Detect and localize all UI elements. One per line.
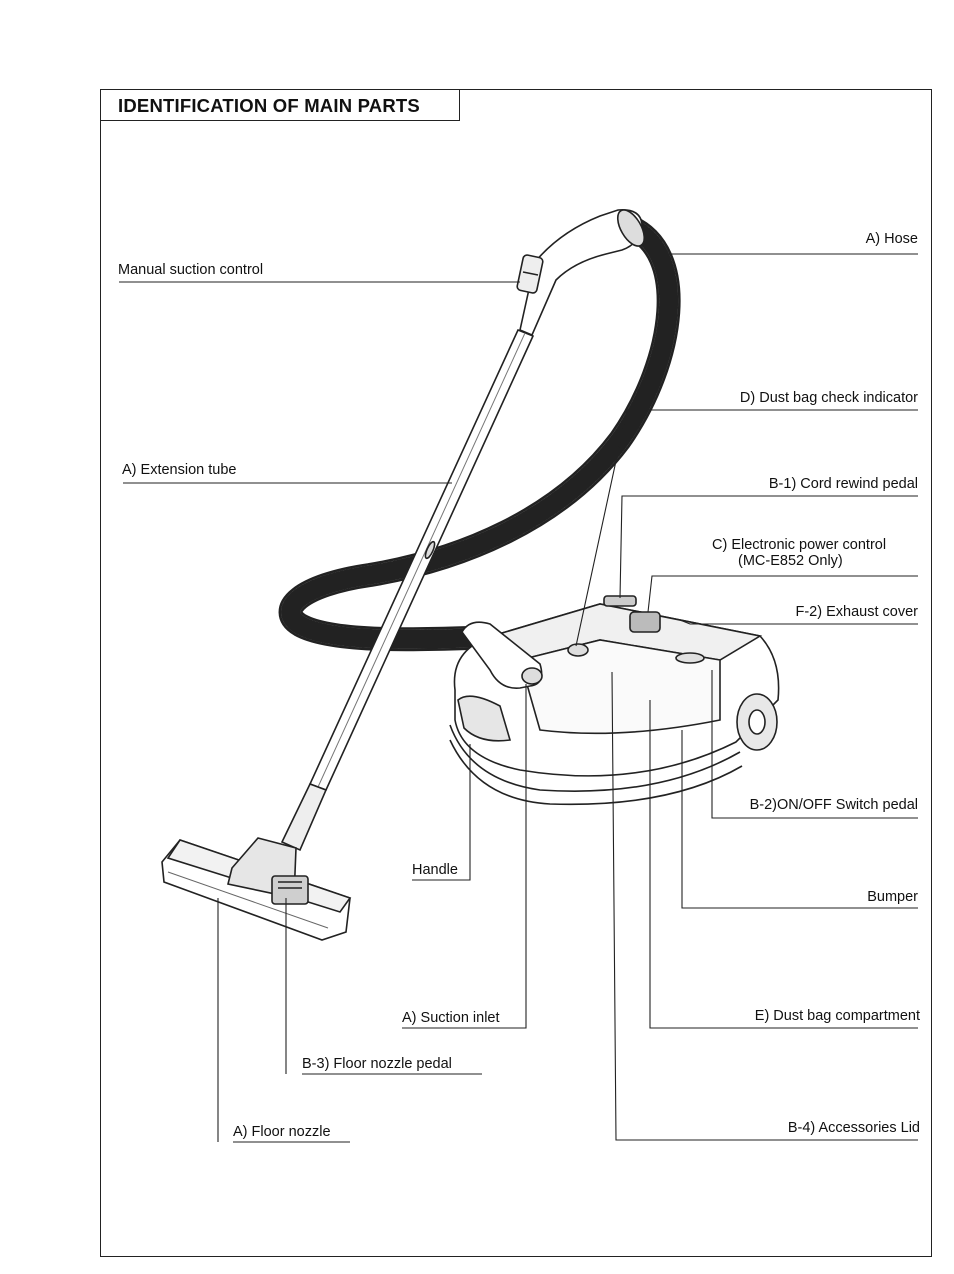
label-exhaust-cover: F-2) Exhaust cover [795,604,919,620]
canister-body [449,595,780,806]
label-manual-suction-control: Manual suction control [118,262,264,278]
diagram-frame [100,89,932,1257]
title-box [100,89,460,121]
hose-grip [516,208,646,337]
label-suction-inlet: A) Suction inlet [402,1010,500,1026]
hose-connector [461,621,543,689]
label-accessories-lid: B-4) Accessories Lid [787,1120,920,1136]
label-bumper: Bumper [867,889,918,905]
label-handle: Handle [412,862,458,878]
label-electronic-power-control: C) Electronic power control [712,537,887,553]
page-title: IDENTIFICATION OF MAIN PARTS [118,95,420,116]
leader-lines [119,253,918,1143]
label-floor-nozzle: A) Floor nozzle [233,1124,331,1140]
label-dust-bag-compartment: E) Dust bag compartment [754,1008,920,1024]
label-on-off-switch-pedal: B-2)ON/OFF Switch pedal [749,797,918,813]
label-hose: A) Hose [865,231,918,247]
floor-nozzle [161,837,352,941]
label-extension-tube: A) Extension tube [122,462,237,478]
label-cord-rewind-pedal: B-1) Cord rewind pedal [768,476,918,492]
label-electronic-power-control-note: (MC-E852 Only) [738,553,843,569]
extension-tube [280,328,535,852]
label-dust-bag-check-indicator: D) Dust bag check indicator [739,390,918,406]
label-floor-nozzle-pedal: B-3) Floor nozzle pedal [302,1056,452,1072]
